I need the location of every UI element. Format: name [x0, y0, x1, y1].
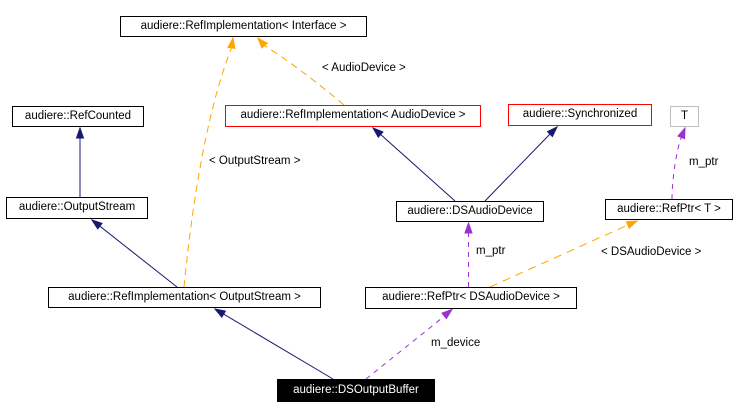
edge-refimploutputstream-to-refimplinterface: [183, 36, 236, 288]
class-node-ref-counted[interactable]: audiere::RefCounted: [12, 106, 144, 127]
edge-dsoutputbuffer-to-refptrdsaudiodevice: [365, 308, 454, 380]
edge-dsaudiodevice-to-synchronized: [484, 125, 559, 202]
class-node-ref-implementation-outputstream[interactable]: audiere::RefImplementation< OutputStream…: [48, 287, 321, 308]
edge-refimplaudiodevice-to-refimplinterface: [257, 36, 345, 106]
class-node-synchronized[interactable]: audiere::Synchronized: [508, 104, 652, 126]
edge-label-template-audiodevice: < AudioDevice >: [322, 62, 406, 74]
class-node-ref-ptr-t[interactable]: audiere::RefPtr< T >: [605, 199, 733, 220]
edge-refptrdsaudiodevice-to-dsaudiodevice: [464, 221, 473, 287]
class-node-output-stream[interactable]: audiere::OutputStream: [6, 197, 148, 219]
edge-label-template-outputstream: < OutputStream >: [209, 155, 301, 167]
edge-dsoutputbuffer-to-refimploutputstream: [213, 308, 334, 380]
edge-label-m-ptr-t: m_ptr: [689, 156, 719, 168]
class-node-ds-audio-device[interactable]: audiere::DSAudioDevice: [396, 201, 544, 222]
class-node-ref-implementation-audiodevice[interactable]: audiere::RefImplementation< AudioDevice …: [225, 105, 481, 127]
edge-refimploutputstream-to-outputstream: [90, 219, 178, 288]
template-param-node-t: T: [670, 106, 699, 127]
edge-label-m-ptr-device: m_ptr: [476, 245, 506, 257]
edge-refptrdsaudiodevice-to-refptrt: [489, 220, 639, 288]
class-node-ds-output-buffer: audiere::DSOutputBuffer: [277, 379, 435, 402]
edge-label-m-device: m_device: [431, 337, 481, 349]
class-node-ref-ptr-dsaudiodevice[interactable]: audiere::RefPtr< DSAudioDevice >: [365, 287, 577, 309]
class-node-ref-implementation-interface[interactable]: audiere::RefImplementation< Interface >: [120, 16, 367, 37]
edge-refptrt-to-t: [671, 126, 686, 200]
edge-outputstream-to-refcounted: [75, 126, 85, 197]
edge-dsaudiodevice-to-refimplaudiodevice: [371, 127, 456, 202]
edge-label-template-dsaudiodevice: < DSAudioDevice >: [601, 246, 702, 258]
